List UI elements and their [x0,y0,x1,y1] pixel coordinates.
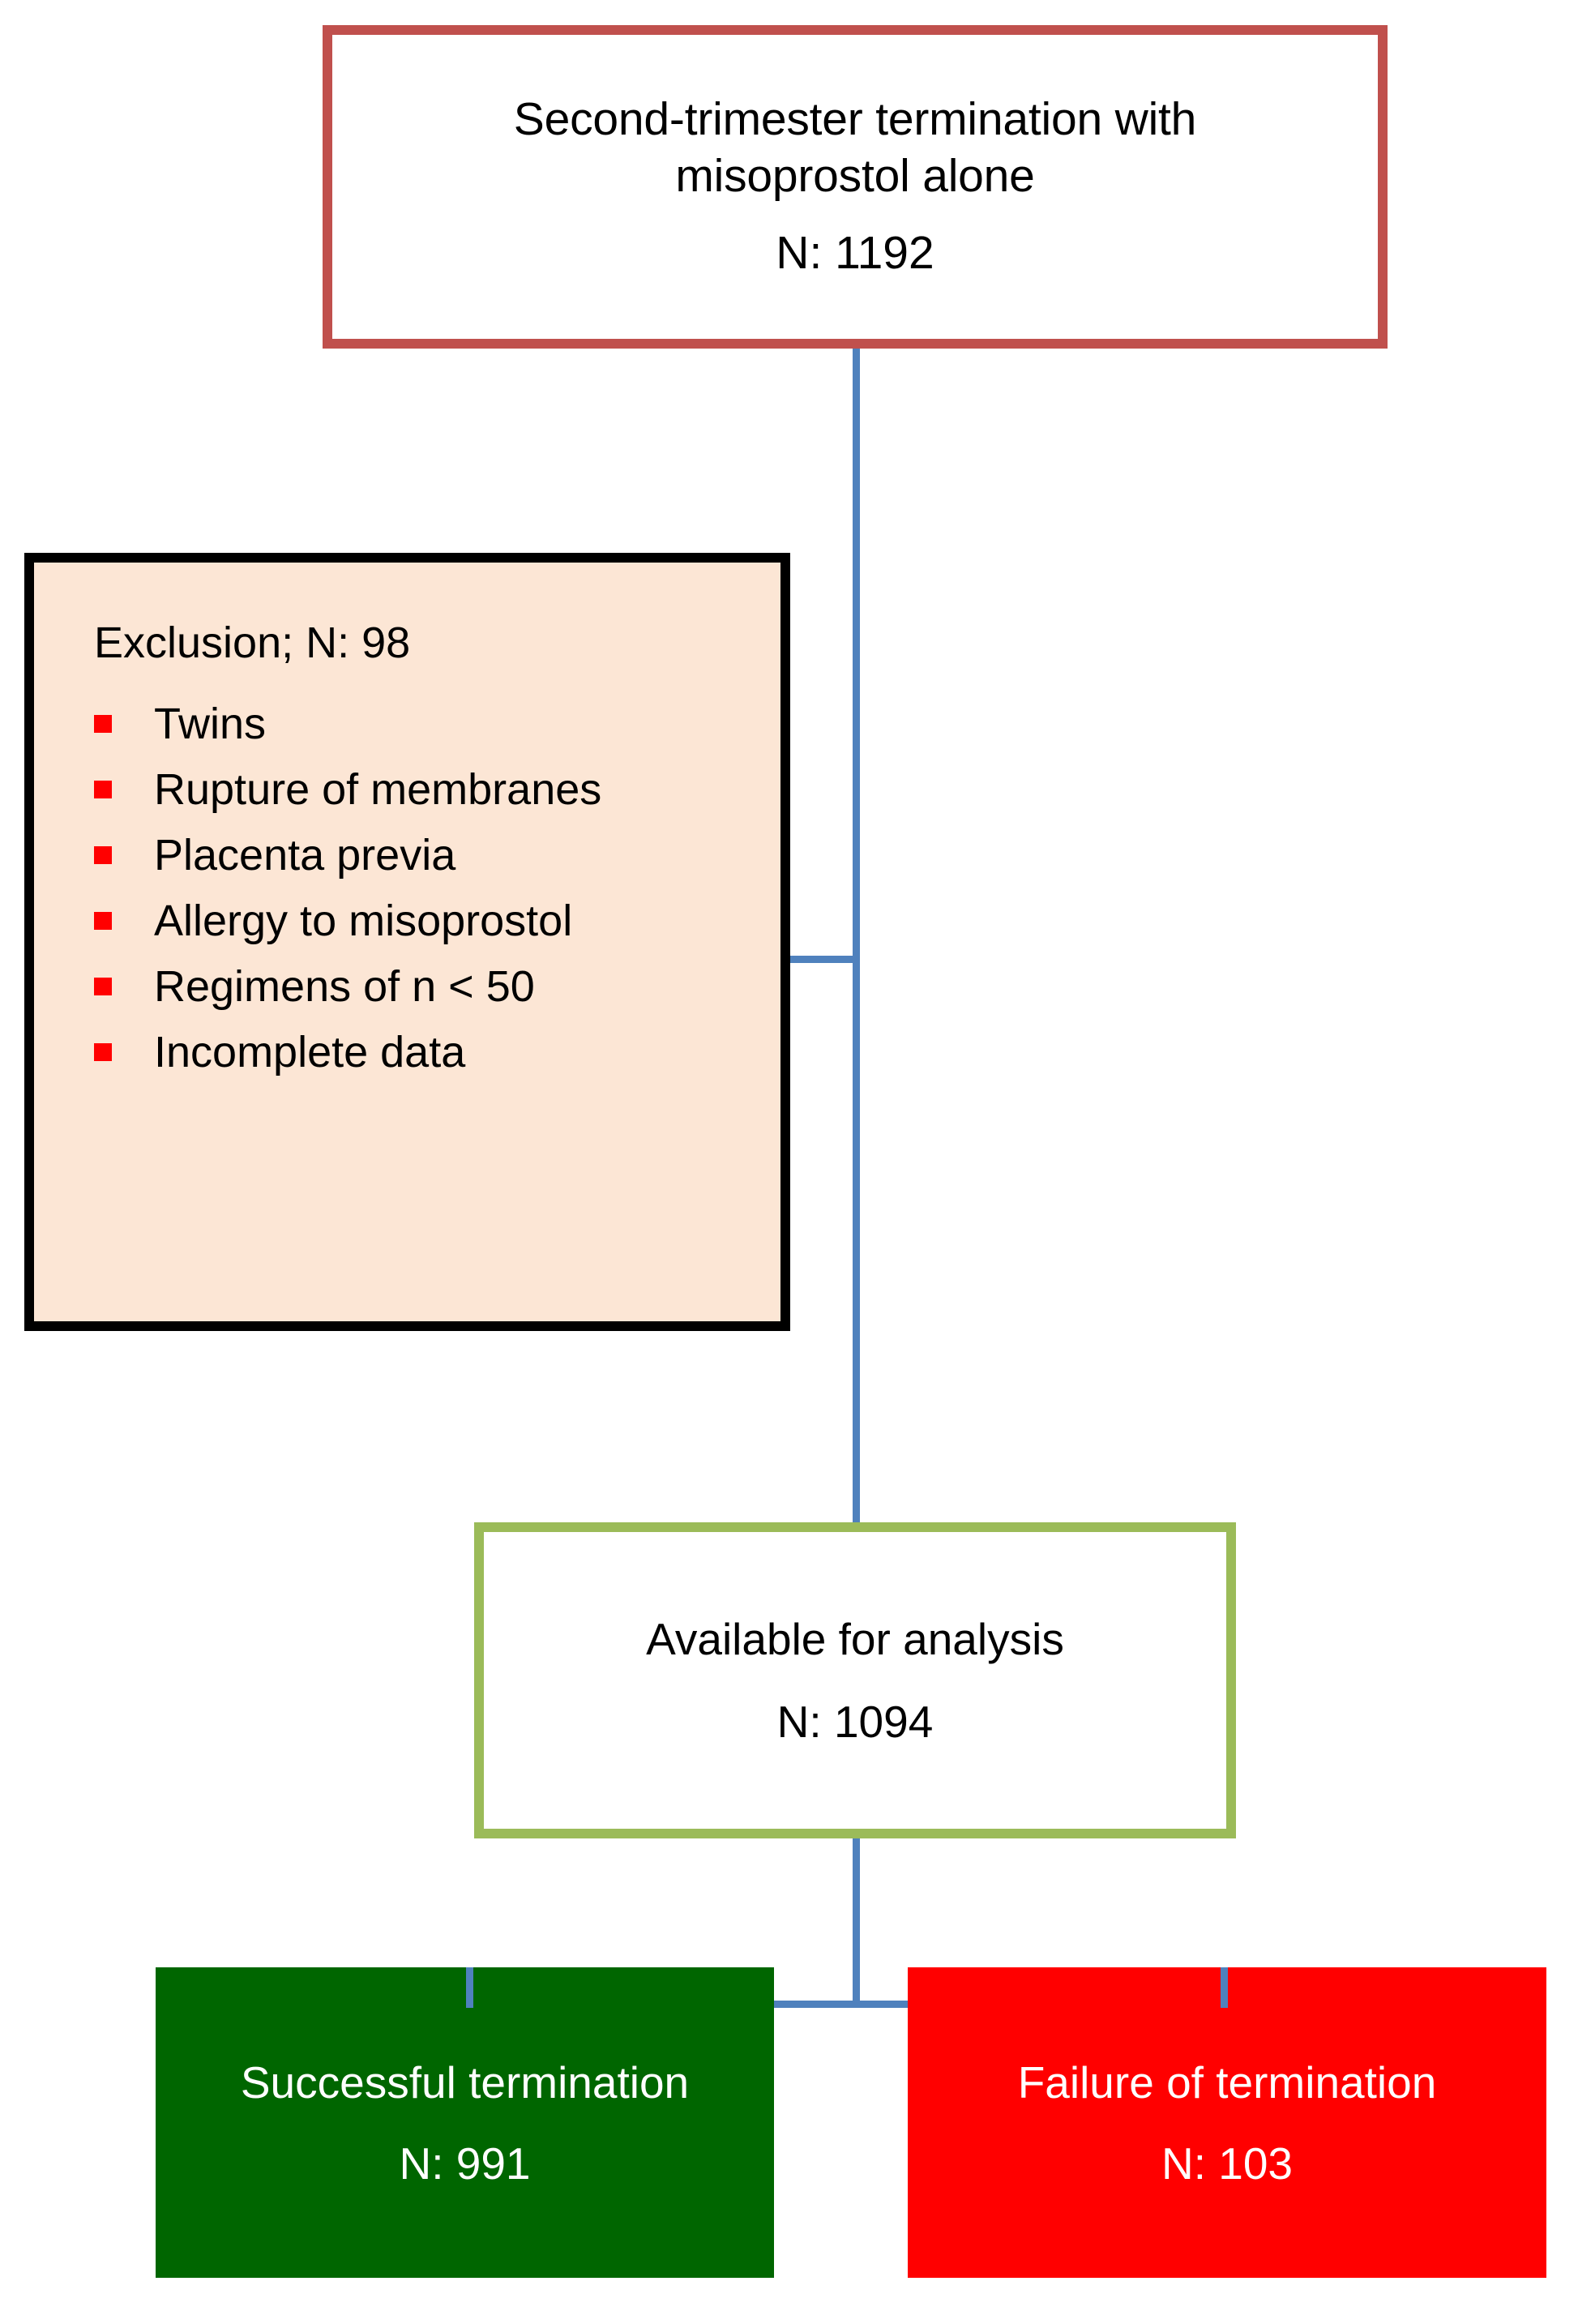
failure-count: N: 103 [1161,2138,1294,2189]
exclusion-item-label: Placenta previa [154,831,456,880]
source-title-line-1: Second-trimester termination with [513,93,1197,146]
exclusion-item-label: Regimens of n < 50 [154,962,535,1012]
list-item: Regimens of n < 50 [94,964,748,1009]
connector-available-stem [853,1838,860,2007]
connector-exclusion-branch [780,956,859,963]
node-source-population[interactable]: Second-trimester termination with misopr… [323,25,1388,349]
exclusion-item-label: Twins [154,700,267,749]
available-title: Available for analysis [646,1614,1064,1664]
node-successful-termination[interactable]: Successful termination N: 991 [156,1967,774,2278]
source-title-line-2: misoprostol alone [675,149,1035,202]
node-available-for-analysis[interactable]: Available for analysis N: 1094 [474,1522,1236,1838]
exclusion-heading: Exclusion; N: 98 [94,618,411,667]
exclusion-list: Twins Rupture of membranes Placenta prev… [94,701,748,1075]
bullet-square-icon [94,781,112,799]
source-count: N: 1192 [776,227,934,280]
bullet-square-icon [94,715,112,734]
connector-right-leg-final-render [1221,1967,1228,2008]
exclusion-item-label: Allergy to misoprostol [154,897,573,946]
connector-left-leg-final-render [466,1967,473,2008]
connector-source-to-available [853,349,860,1522]
bullet-square-icon [94,1043,112,1062]
node-exclusion-criteria[interactable]: Exclusion; N: 98 Twins Rupture of membra… [24,553,790,1331]
bullet-square-icon [94,978,112,996]
failure-title: Failure of termination [1017,2057,1437,2108]
success-count: N: 991 [399,2138,531,2189]
exclusion-item-label: Incomplete data [154,1028,466,1077]
list-item: Twins [94,701,748,747]
success-title: Successful termination [240,2057,690,2108]
exclusion-item-label: Rupture of membranes [154,765,602,815]
list-item: Allergy to misoprostol [94,898,748,944]
list-item: Placenta previa [94,832,748,878]
bullet-square-icon [94,912,112,931]
node-failure-of-termination[interactable]: Failure of termination N: 103 [908,1967,1546,2278]
list-item: Rupture of membranes [94,767,748,812]
available-count: N: 1094 [776,1697,934,1747]
bullet-square-icon [94,846,112,865]
connector-split-bar [466,2001,1228,2008]
list-item: Incomplete data [94,1029,748,1075]
